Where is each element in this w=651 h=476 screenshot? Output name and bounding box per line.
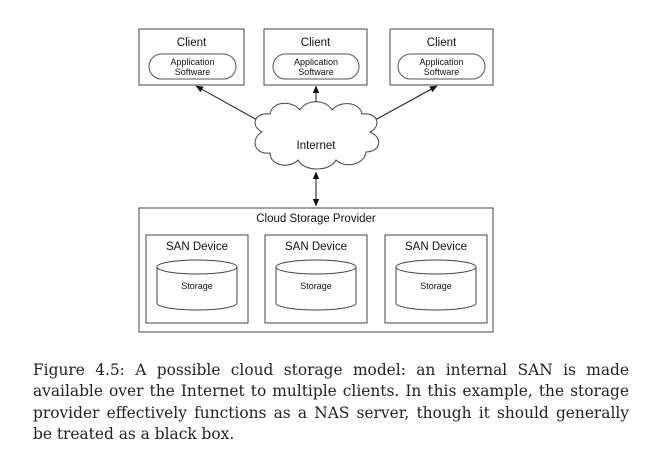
san-device-title: SAN Device	[405, 241, 467, 253]
internet-label: Internet	[297, 140, 337, 152]
app-line-2: Software	[175, 67, 211, 77]
storage-label: Storage	[181, 281, 213, 291]
application-software-pill	[148, 53, 237, 80]
storage-cylinder-icon	[275, 259, 357, 311]
cloud-storage-diagram: Client Application Software Client Appli…	[138, 28, 494, 333]
san-device-3: SAN Device Storage	[384, 234, 488, 324]
client-title: Client	[301, 37, 331, 49]
app-line-2: Software	[424, 67, 460, 77]
storage-cylinder-icon	[156, 259, 238, 311]
application-software-pill	[397, 53, 486, 80]
app-line-2: Software	[298, 67, 334, 77]
storage-cylinder-icon	[395, 259, 477, 311]
client-box-2: Client Application Software	[263, 28, 368, 86]
storage-label: Storage	[300, 281, 332, 291]
client-title: Client	[177, 37, 207, 49]
application-software-pill	[272, 53, 360, 80]
san-device-2: SAN Device Storage	[264, 234, 368, 324]
app-line-1: Application	[170, 57, 214, 67]
san-device-title: SAN Device	[285, 241, 347, 253]
client-box-1: Client Application Software	[138, 28, 245, 86]
figure-caption: Figure 4.5: A possible cloud storage mod…	[33, 361, 629, 443]
app-line-1: Application	[419, 57, 463, 67]
provider-title: Cloud Storage Provider	[256, 213, 376, 225]
app-line-1: Application	[294, 57, 338, 67]
internet-cloud: Internet	[254, 101, 380, 170]
storage-label: Storage	[420, 281, 452, 291]
san-device-1: SAN Device Storage	[145, 234, 249, 324]
client-title: Client	[427, 37, 457, 49]
san-device-title: SAN Device	[166, 241, 228, 253]
client-box-3: Client Application Software	[389, 28, 494, 86]
